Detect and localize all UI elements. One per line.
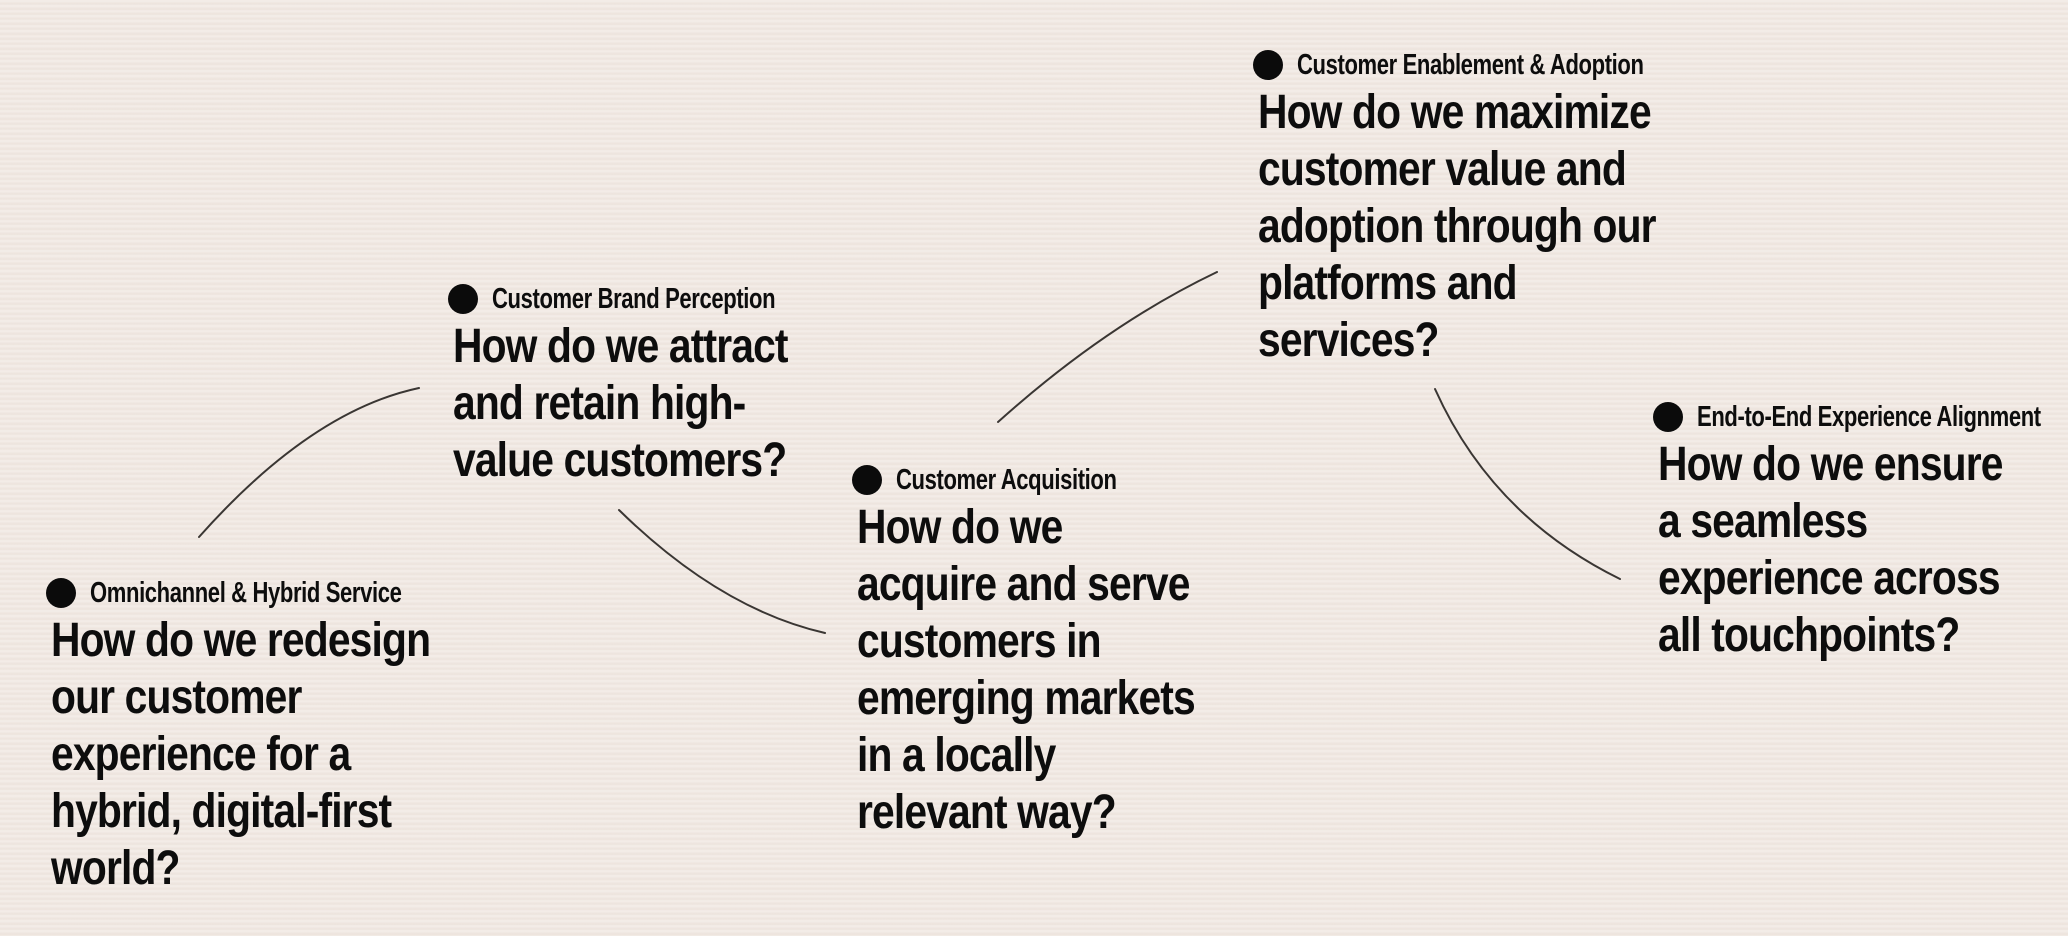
topic-dot-icon (1253, 50, 1283, 80)
connector-brand-perception-to-acquisition (618, 509, 826, 634)
topic-label: End-to-End Experience Alignment (1697, 401, 2041, 433)
node-header: Customer Brand Perception (448, 284, 1008, 314)
node-header: Customer Acquisition (852, 465, 1412, 495)
topic-question: How do we ensure a seamless experience a… (1658, 438, 2003, 662)
topic-question: How do we redesign our customer experien… (51, 614, 431, 895)
topic-node-customer-enablement-adoption[interactable]: Customer Enablement & Adoption How do we… (1253, 50, 1813, 369)
topic-node-customer-brand-perception[interactable]: Customer Brand Perception How do we attr… (448, 284, 1008, 489)
node-header: Omnichannel & Hybrid Service (46, 578, 606, 608)
connector-acquisition-to-enablement (997, 271, 1218, 423)
node-header: End-to-End Experience Alignment (1653, 402, 2068, 432)
topic-node-end-to-end-experience-alignment[interactable]: End-to-End Experience Alignment How do w… (1653, 402, 2068, 664)
topic-node-customer-acquisition[interactable]: Customer Acquisition How do we acquire a… (852, 465, 1412, 841)
connector-omnichannel-to-brand-perception (198, 387, 420, 538)
topic-question: How do we maximize customer value and ad… (1258, 86, 1657, 367)
topic-dot-icon (448, 284, 478, 314)
topic-question: How do we attract and retain high- value… (453, 320, 789, 487)
topic-dot-icon (1653, 402, 1683, 432)
topic-question: How do we acquire and serve customers in… (857, 501, 1196, 839)
topic-dot-icon (46, 578, 76, 608)
topic-label: Omnichannel & Hybrid Service (90, 577, 402, 609)
node-header: Customer Enablement & Adoption (1253, 50, 1813, 80)
connector-enablement-to-experience-alignment (1434, 388, 1621, 580)
topic-node-omnichannel-hybrid-service[interactable]: Omnichannel & Hybrid Service How do we r… (46, 578, 606, 897)
topic-label: Customer Enablement & Adoption (1297, 49, 1644, 81)
topic-label: Customer Acquisition (896, 464, 1117, 496)
topic-dot-icon (852, 465, 882, 495)
topic-label: Customer Brand Perception (492, 283, 776, 315)
